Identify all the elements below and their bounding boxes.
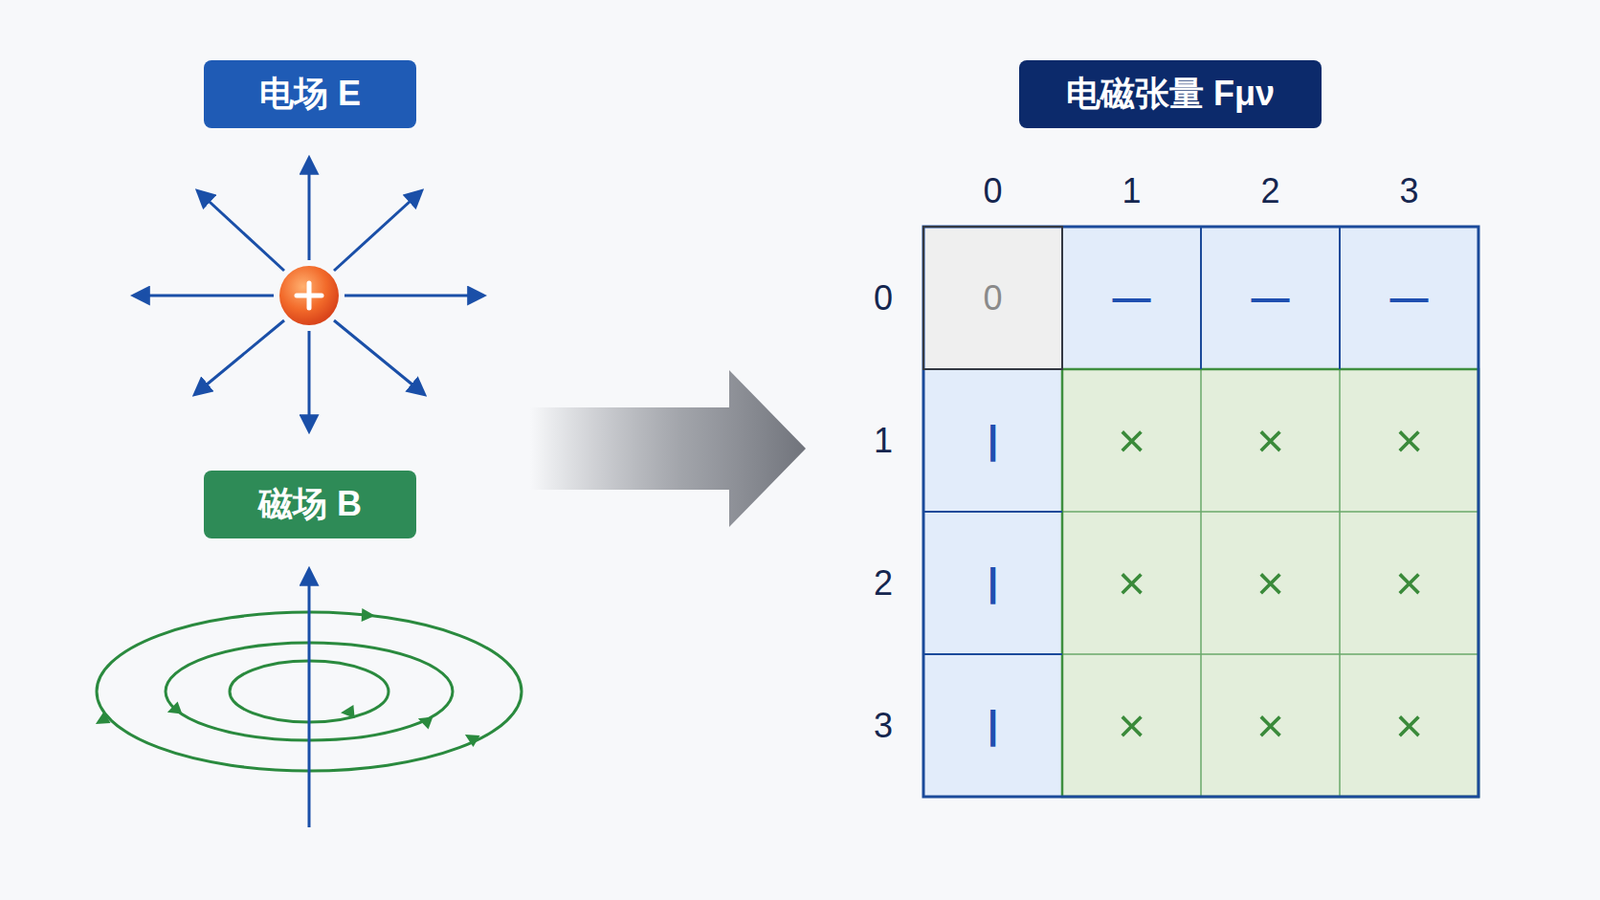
magnetic-entry: × bbox=[1395, 413, 1423, 469]
electric-entry: | bbox=[987, 561, 999, 605]
axis-index: 2 bbox=[1260, 171, 1280, 212]
current-axis bbox=[308, 570, 312, 828]
field-badge: 电场 E bbox=[203, 60, 417, 129]
magnetic-entry: × bbox=[1117, 698, 1146, 755]
axis-index: 2 bbox=[873, 563, 893, 604]
electric-entry: — bbox=[1251, 276, 1290, 320]
plus-sign bbox=[296, 283, 322, 309]
magnetic-entry: × bbox=[1117, 413, 1146, 469]
axis-index: 0 bbox=[982, 171, 1002, 212]
badge-title: 电场 E bbox=[242, 70, 378, 118]
transform-arrow bbox=[530, 370, 806, 528]
tensor-badge: 电磁张量 Fμν bbox=[1019, 60, 1322, 129]
magnetic-entry: × bbox=[1256, 698, 1285, 755]
magnetic-entry: × bbox=[1256, 413, 1285, 469]
axis-index: 3 bbox=[873, 706, 893, 747]
electric-entry: | bbox=[987, 419, 999, 463]
tensor-entry-zero: 0 bbox=[982, 278, 1002, 319]
tensor-grid bbox=[923, 226, 1479, 798]
magnetic-entry: × bbox=[1117, 555, 1146, 612]
axis-index: 1 bbox=[1121, 171, 1141, 212]
positive-charge bbox=[279, 266, 339, 326]
electric-field-lines bbox=[133, 158, 484, 431]
electric-entry: | bbox=[987, 704, 999, 748]
axis-index: 0 bbox=[873, 278, 893, 319]
magnetic-entry: × bbox=[1256, 555, 1285, 612]
magnetic-entry: × bbox=[1395, 698, 1423, 755]
electric-entry: — bbox=[1112, 276, 1152, 320]
badge-title: 磁场 B bbox=[241, 481, 379, 529]
field-badge: 磁场 B bbox=[203, 470, 417, 539]
badge-title: 电磁张量 Fμν bbox=[1048, 70, 1292, 118]
axis-index: 1 bbox=[873, 421, 893, 462]
axis-index: 3 bbox=[1399, 171, 1419, 212]
electric-entry: — bbox=[1390, 276, 1429, 320]
loop-arrowheads bbox=[91, 608, 480, 748]
magnetic-entry: × bbox=[1395, 555, 1423, 612]
